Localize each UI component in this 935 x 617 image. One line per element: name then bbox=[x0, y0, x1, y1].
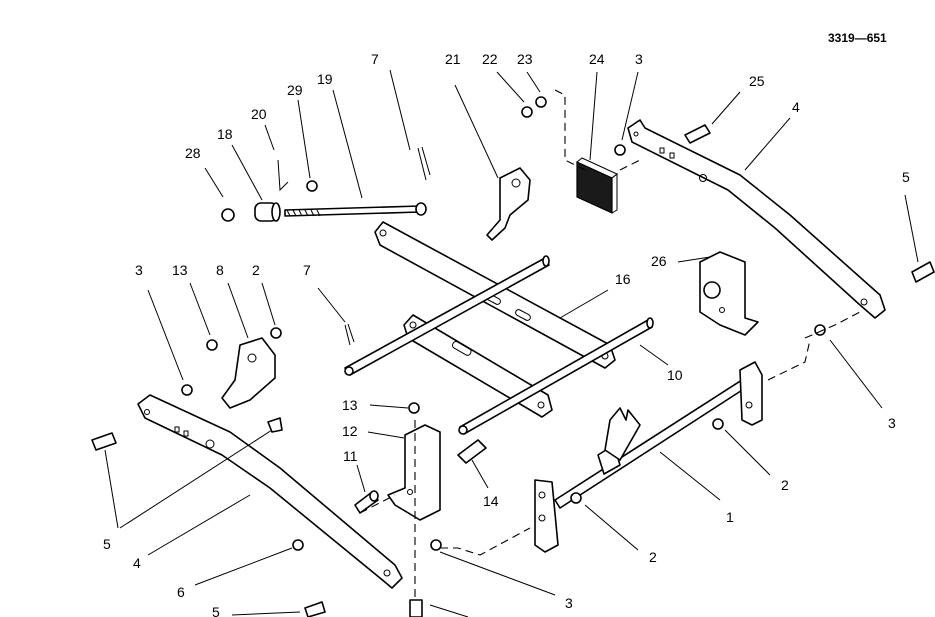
callout-22: 22 bbox=[482, 51, 498, 67]
callout-10: 10 bbox=[667, 367, 683, 383]
callout-3: 3 bbox=[888, 415, 896, 431]
part-1-main-shaft bbox=[534, 361, 763, 553]
callout-labels: 7 21 22 23 24 3 25 4 29 19 20 18 28 5 26… bbox=[103, 51, 910, 617]
callout-12: 12 bbox=[342, 423, 358, 439]
alignment-line-4 bbox=[767, 339, 811, 381]
alignment-line-2 bbox=[619, 159, 641, 171]
callout-4: 4 bbox=[792, 99, 800, 115]
part-10-shafts bbox=[344, 255, 654, 435]
callout-28: 28 bbox=[185, 145, 201, 161]
part-21-bracket bbox=[486, 167, 531, 241]
callout-3: 3 bbox=[565, 595, 573, 611]
callout-26: 26 bbox=[651, 253, 667, 269]
callout-7: 7 bbox=[371, 51, 379, 67]
callout-13: 13 bbox=[342, 397, 358, 413]
callout-3: 3 bbox=[635, 51, 643, 67]
callout-19: 19 bbox=[317, 71, 333, 87]
callout-2: 2 bbox=[252, 262, 260, 278]
alignment-line-7 bbox=[359, 494, 396, 514]
callout-4: 4 bbox=[133, 555, 141, 571]
hardware bbox=[91, 96, 935, 617]
part-24-pad bbox=[576, 157, 618, 214]
callout-8: 8 bbox=[216, 262, 224, 278]
part-4-lower-arm bbox=[137, 394, 403, 589]
part-16-lower-bar bbox=[403, 314, 553, 418]
part-8-bracket bbox=[221, 337, 276, 409]
callout-16: 16 bbox=[615, 271, 631, 287]
alignment-line-3 bbox=[804, 311, 861, 339]
callout-13: 13 bbox=[172, 262, 188, 278]
leader-lines bbox=[104, 69, 919, 617]
callout-29: 29 bbox=[287, 82, 303, 98]
callout-2: 2 bbox=[649, 549, 657, 565]
callout-14: 14 bbox=[483, 493, 499, 509]
part-4-upper-arm bbox=[627, 119, 886, 319]
callout-25: 25 bbox=[749, 73, 765, 89]
callout-5: 5 bbox=[902, 169, 910, 185]
part-19-rod bbox=[284, 202, 427, 217]
callout-3: 3 bbox=[135, 262, 143, 278]
alignment-line-5 bbox=[440, 527, 531, 556]
callout-23: 23 bbox=[517, 51, 533, 67]
part-18-ferrule bbox=[254, 202, 281, 222]
callout-5: 5 bbox=[212, 604, 220, 617]
callout-7: 7 bbox=[303, 262, 311, 278]
callout-1: 1 bbox=[726, 509, 734, 525]
callout-20: 20 bbox=[251, 106, 267, 122]
part-11-spacer bbox=[354, 490, 379, 514]
callout-24: 24 bbox=[589, 51, 605, 67]
figure-id: 3319—651 bbox=[828, 31, 887, 45]
callout-21: 21 bbox=[445, 51, 461, 67]
callout-5: 5 bbox=[103, 536, 111, 552]
callout-11: 11 bbox=[343, 448, 358, 464]
callout-2: 2 bbox=[781, 477, 789, 493]
callout-18: 18 bbox=[217, 126, 233, 142]
part-26-bracket bbox=[699, 251, 759, 336]
alignment-line-1 bbox=[554, 89, 586, 171]
part-12-bracket bbox=[387, 424, 441, 521]
callout-6: 6 bbox=[177, 584, 185, 600]
